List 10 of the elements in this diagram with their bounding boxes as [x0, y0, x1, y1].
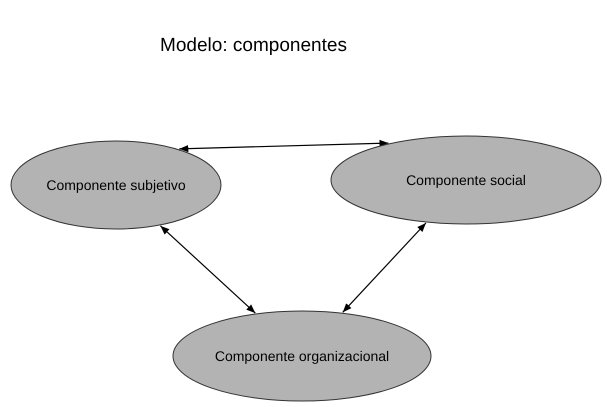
diagram-title: Modelo: componentes [160, 34, 347, 58]
node-label: Componente social [406, 170, 526, 190]
ellipse-node [10, 140, 222, 230]
double-arrow [342, 222, 426, 313]
node-label: Componente subjetivo [46, 176, 186, 195]
double-arrow [179, 140, 388, 152]
node-label: Componente organizacional [214, 346, 390, 366]
ellipse-node [172, 310, 432, 402]
ellipse-node [330, 135, 602, 225]
double-arrow [160, 225, 256, 314]
